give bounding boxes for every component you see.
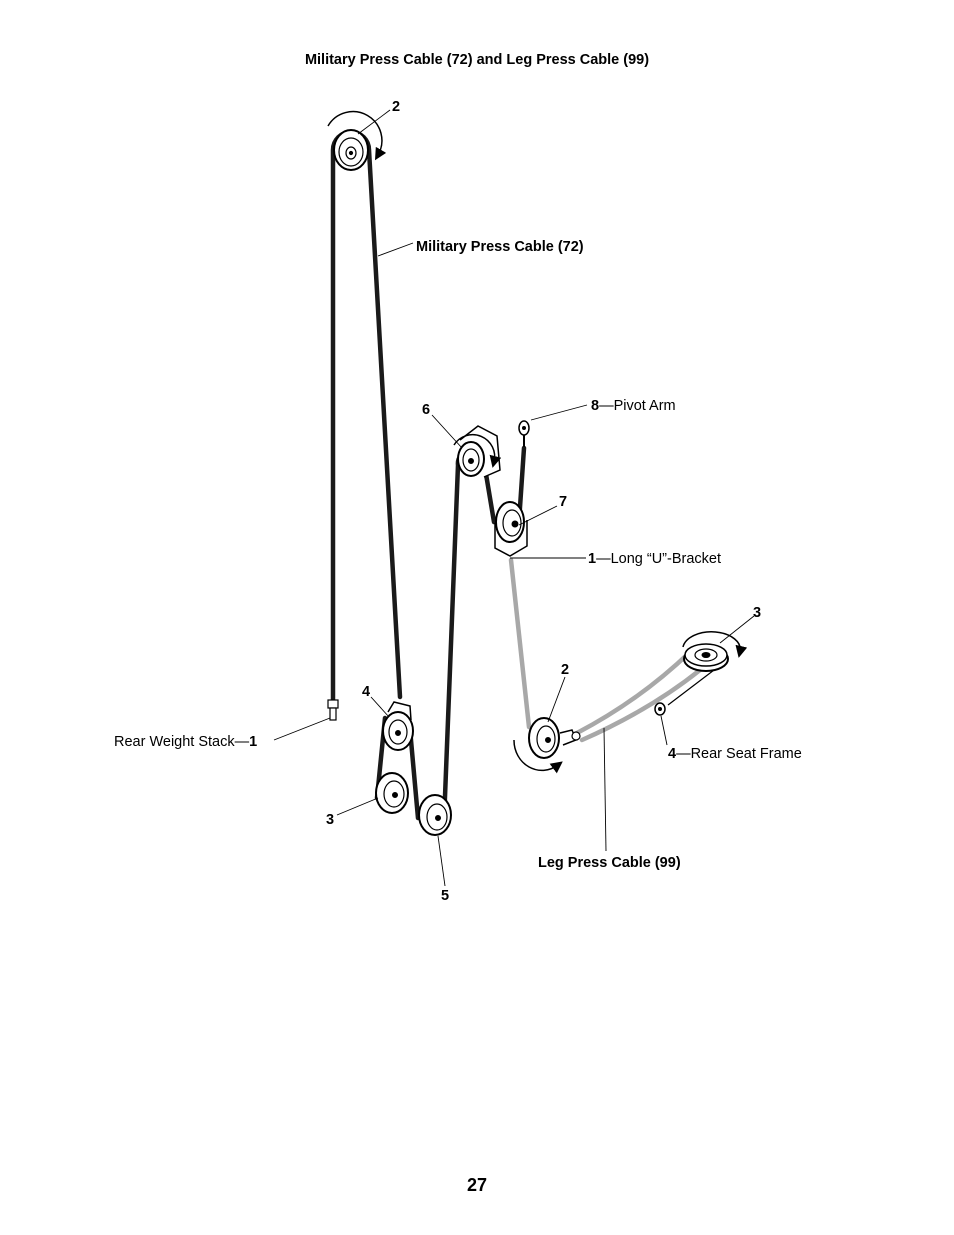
label-pulley-5: 5 — [441, 888, 449, 904]
pulley-5 — [418, 794, 452, 836]
pulley-2-top — [333, 129, 369, 171]
rear-seat-frame-eyelet — [654, 702, 666, 716]
pulley-7 — [494, 501, 528, 557]
pulley-4 — [382, 701, 414, 751]
label-pulley-3-left: 3 — [326, 812, 334, 828]
pulley-3-left — [375, 772, 409, 814]
label-pulley-2-top: 2 — [392, 99, 400, 115]
label-leg-press-cable: Leg Press Cable (99) — [538, 855, 681, 871]
page-number: 27 — [466, 1175, 488, 1195]
leg-press-cable — [508, 557, 703, 743]
label-military-press-cable: Military Press Cable (72) — [416, 239, 584, 255]
label-rear-weight-stack: Rear Weight Stack—1 — [114, 734, 257, 750]
label-pulley-3-right: 3 — [753, 605, 761, 621]
label-pulley-4: 4 — [362, 684, 370, 700]
pulley-3-right — [683, 643, 729, 672]
leader-lines — [273, 109, 755, 887]
pivot-arm-eyelet — [518, 420, 530, 447]
rear-weight-stack-bolt — [327, 699, 339, 721]
label-pulley-6: 6 — [422, 402, 430, 418]
leg-press-cable-thin — [667, 666, 719, 706]
label-pulley-7: 7 — [559, 494, 567, 510]
label-pivot-arm: 8—Pivot Arm — [591, 398, 676, 414]
page-title: Military Press Cable (72) and Leg Press … — [304, 52, 650, 68]
label-long-u-bracket: 1—Long “U”-Bracket — [588, 551, 721, 567]
military-press-cable — [330, 129, 527, 825]
label-pulley-2-lower: 2 — [561, 662, 569, 678]
label-rear-seat-frame: 4—Rear Seat Frame — [668, 746, 802, 762]
pulley-2-lower — [528, 717, 581, 759]
direction-arrows — [327, 110, 748, 774]
